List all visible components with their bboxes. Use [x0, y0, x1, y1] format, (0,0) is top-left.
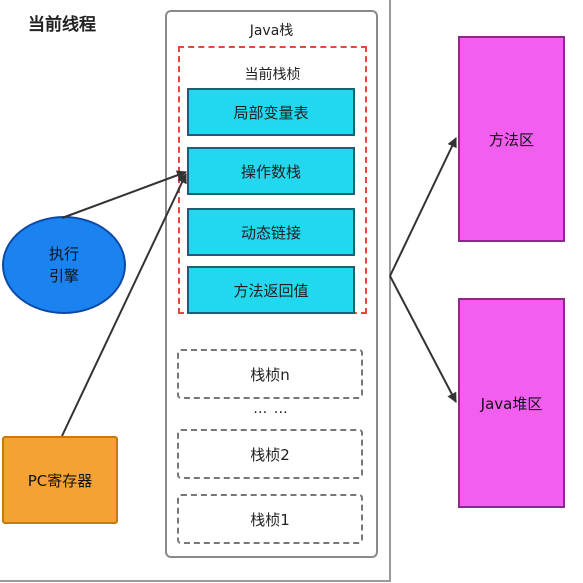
- current-stack-frame-title: 当前栈桢: [244, 67, 301, 83]
- execution-engine-line1: 执行: [48, 244, 79, 263]
- method-area: 方法区: [458, 36, 565, 242]
- local-variable-table: 局部变量表: [187, 88, 355, 136]
- execution-engine: 执行 引擎: [2, 216, 126, 314]
- dynamic-linking: 动态链接: [187, 208, 355, 256]
- operand-stack: 操作数栈: [187, 147, 355, 195]
- execution-engine-line2: 引擎: [48, 267, 79, 285]
- stack-to-heap-arrow: [389, 275, 457, 403]
- method-return-value: 方法返回值: [187, 266, 355, 314]
- stack-frame-ellipsis: … …: [253, 401, 289, 417]
- stack-frame-2: 栈桢2: [177, 429, 363, 479]
- java-heap: Java堆区: [458, 298, 565, 508]
- stack-to-method-area-arrow: [389, 137, 457, 277]
- pc-register: PC寄存器: [2, 436, 118, 524]
- thread-title: 当前线程: [28, 15, 96, 35]
- stack-frame-n: 栈桢n: [177, 349, 363, 399]
- java-stack-title: Java栈: [249, 23, 294, 39]
- stack-frame-1: 栈桢1: [177, 494, 363, 544]
